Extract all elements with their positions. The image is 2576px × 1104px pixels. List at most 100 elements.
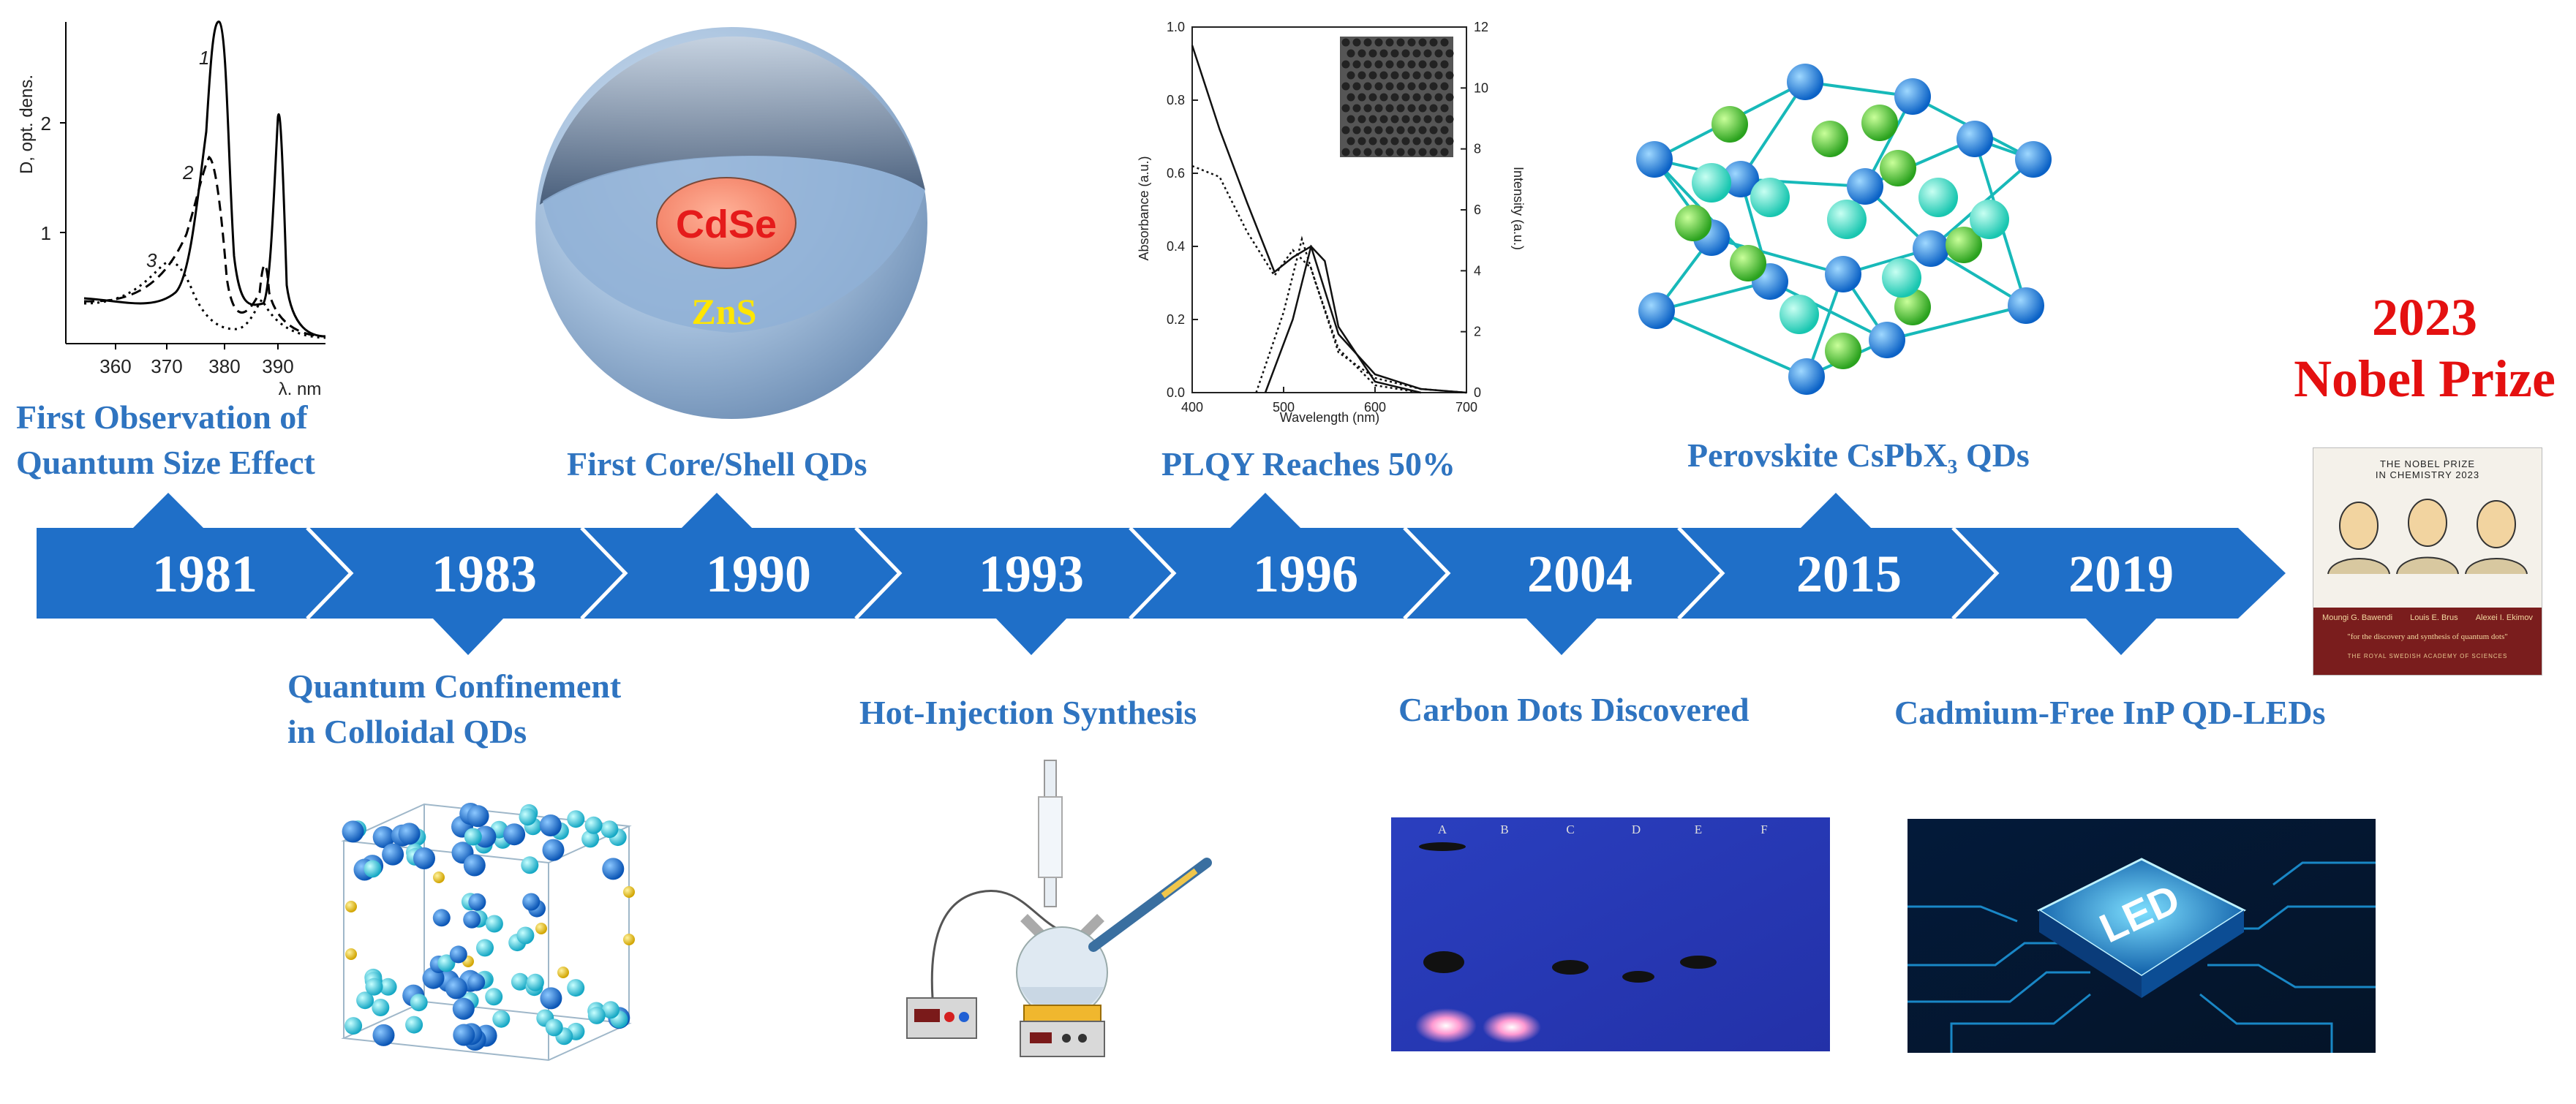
tem-particle <box>1379 115 1388 124</box>
tem-particle <box>1445 71 1454 80</box>
poster-header-2: IN CHEMISTRY 2023 <box>2375 469 2480 480</box>
pointer-1996 <box>1229 493 1302 529</box>
lattice-cation <box>364 860 382 878</box>
tem-particle <box>1390 71 1399 80</box>
perovskite-cs-atom <box>1869 322 1905 358</box>
pointer-1993 <box>995 617 1068 655</box>
lattice-cation <box>581 830 600 848</box>
perovskite-cs-atom <box>1636 141 1673 178</box>
tem-particle <box>1396 126 1405 135</box>
perovskite-cs-atom <box>1913 230 1949 267</box>
tem-particle <box>1418 148 1427 156</box>
spectrum-ytick-1: 1 <box>41 222 51 244</box>
perovskite-pb-atom <box>1827 200 1867 239</box>
tem-particle <box>1445 115 1454 124</box>
tem-particle <box>1418 82 1427 91</box>
perovskite-x-atom <box>1880 150 1916 186</box>
tem-particle <box>1412 71 1421 80</box>
plqy-xtick-label: 700 <box>1455 400 1477 415</box>
year-1996: 1996 <box>1253 545 1358 603</box>
gel-lane-label: C <box>1566 823 1574 836</box>
tem-particle <box>1357 137 1366 145</box>
lattice-anion <box>602 858 625 880</box>
lattice-cation <box>600 820 619 839</box>
event-1983-label: Quantum Confinement in Colloidal QDs <box>287 664 621 755</box>
tem-particle <box>1440 126 1449 135</box>
perovskite-x-atom <box>1894 289 1931 325</box>
tem-particle <box>1440 38 1449 47</box>
tem-particle <box>1385 104 1394 113</box>
tem-particle <box>1374 148 1383 156</box>
tem-particle <box>1401 93 1410 102</box>
perovskite-bond <box>1886 304 2027 341</box>
perovskite-pb-atom <box>1750 178 1790 217</box>
tem-particle <box>1434 93 1443 102</box>
perovskite-x-atom <box>1675 205 1711 241</box>
event-1983-line2: in Colloidal QDs <box>287 713 527 750</box>
plqy-xtick-label: 400 <box>1181 400 1203 415</box>
lattice-cation <box>464 828 482 846</box>
perovskite-lattice-figure <box>1636 64 2052 395</box>
tem-particle <box>1352 126 1361 135</box>
perovskite-x-atom <box>1861 105 1898 141</box>
perovskite-cs-atom <box>1847 168 1883 205</box>
plqy-series-emission-solid <box>1264 244 1421 394</box>
tem-particle <box>1368 49 1377 58</box>
lattice-ligand-atom <box>433 872 445 883</box>
tem-particle <box>1434 49 1443 58</box>
tem-particle <box>1352 148 1361 156</box>
tem-particle <box>1357 49 1366 58</box>
spectrum-ytick-2: 2 <box>41 113 51 135</box>
gel-lane-label: D <box>1632 823 1641 836</box>
perovskite-pb-atom <box>1882 258 1921 298</box>
spectrum-curve-1 <box>83 20 326 338</box>
plqy-ytick-label: 0.4 <box>1167 239 1185 254</box>
syringe-plunger <box>1161 868 1198 899</box>
tem-particle <box>1385 38 1394 47</box>
spectrum-xlabel: λ, nm <box>279 379 322 395</box>
perovskite-cs-atom <box>2015 141 2052 178</box>
tem-particle <box>1363 60 1372 69</box>
tem-particle <box>1341 82 1350 91</box>
tem-particle <box>1385 82 1394 91</box>
tem-particle <box>1396 82 1405 91</box>
lattice-cation <box>584 816 603 834</box>
year-1990: 1990 <box>706 545 811 603</box>
tem-particle <box>1368 93 1377 102</box>
tem-particle <box>1401 49 1410 58</box>
tem-particle <box>1429 60 1438 69</box>
plqy-ytick-label: 0.6 <box>1167 166 1185 181</box>
plqy-y2tick-label: 12 <box>1474 20 1488 34</box>
event-1981-line1: First Observation of <box>16 398 308 436</box>
perovskite-cs-atom <box>1787 64 1823 100</box>
core-shell-figure: CdSe ZnS <box>535 27 927 419</box>
tem-particle <box>1368 137 1377 145</box>
controller-knob-red <box>944 1012 954 1022</box>
gel-lane-label: E <box>1695 823 1702 836</box>
tem-particle <box>1368 71 1377 80</box>
tem-particle <box>1385 60 1394 69</box>
tem-particle <box>1357 71 1366 80</box>
lattice-anion <box>539 814 562 836</box>
colloidal-lattice-figure <box>341 803 635 1062</box>
lattice-cation <box>519 808 537 826</box>
tem-particle <box>1347 49 1355 58</box>
tem-particle <box>1429 82 1438 91</box>
tem-particle <box>1357 115 1366 124</box>
tem-particle <box>1390 49 1399 58</box>
tem-particle <box>1341 148 1350 156</box>
gel-glow-a <box>1415 1008 1477 1043</box>
spectrum-curve-label-1: 1 <box>199 47 209 69</box>
lattice-anion <box>445 977 467 999</box>
tem-particle <box>1352 104 1361 113</box>
poster-laureate-names: Moungi G. Bawendi Louis E. Brus Alexei I… <box>2313 613 2542 622</box>
plqy-xtick-label: 600 <box>1364 400 1386 415</box>
poster-citation: "for the discovery and synthesis of quan… <box>2347 632 2508 641</box>
plqy-series-emission-dotted <box>1255 235 1421 394</box>
spectrum-curve-label-2: 2 <box>182 162 194 184</box>
tem-particle <box>1352 60 1361 69</box>
lattice-cation <box>521 856 539 874</box>
tem-particle <box>1363 126 1372 135</box>
tem-particle <box>1347 71 1355 80</box>
